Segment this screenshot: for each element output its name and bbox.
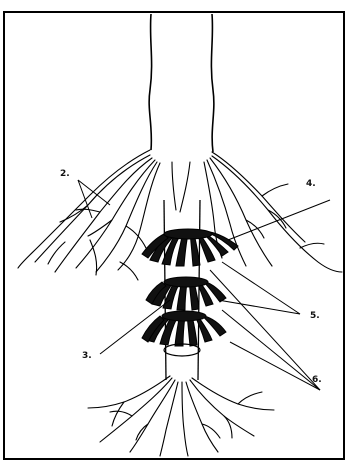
brace-root-whorl-1 — [142, 229, 238, 266]
brace-root-whorl-2 — [146, 277, 226, 310]
label-5: 5. — [310, 311, 320, 321]
lower-root-cluster — [88, 376, 274, 456]
brace-root-whorl-3 — [142, 311, 226, 346]
label-3: 3. — [82, 351, 92, 361]
stem — [149, 14, 214, 152]
label-4: 4. — [306, 179, 316, 189]
label-6: 6. — [312, 375, 322, 385]
label-2: 2. — [60, 169, 70, 179]
